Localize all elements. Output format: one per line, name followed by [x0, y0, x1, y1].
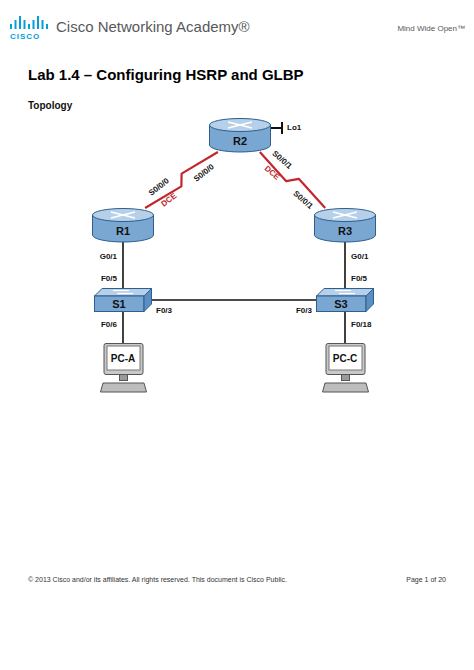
ethernet-link — [344, 312, 346, 343]
interface-label: F0/3 — [296, 306, 312, 315]
node-label: S1 — [112, 298, 125, 310]
interface-label: G0/1 — [100, 252, 117, 261]
switch-icon: S1 — [94, 288, 152, 312]
serial-link — [145, 152, 218, 208]
switch-icon: S3 — [316, 288, 374, 312]
pc-icon: PC-C — [322, 343, 369, 393]
serial-link — [260, 152, 325, 208]
node-label: PC-C — [333, 353, 357, 364]
header-text: Cisco Networking Academy® — [56, 18, 250, 35]
interface-label: F0/6 — [101, 320, 117, 329]
router-icon: R2 — [209, 118, 271, 152]
node-text-area: R1 — [92, 222, 154, 240]
ethernet-link — [122, 242, 124, 288]
router-icon: R1 — [92, 208, 154, 242]
interface-label: F0/18 — [351, 320, 371, 329]
node-text-area: PC-C — [329, 346, 362, 370]
node-label: PC-A — [111, 353, 135, 364]
interface-label: F0/3 — [156, 306, 172, 315]
cisco-logo-bars — [10, 16, 48, 29]
node-text-area: PC-A — [107, 346, 140, 370]
node-text-area: S3 — [316, 296, 366, 312]
footer-text: © 2013 Cisco and/or its affiliates. All … — [28, 576, 287, 584]
dce-label: DCE — [262, 164, 281, 182]
node-label: R2 — [233, 135, 247, 147]
interface-label: F0/5 — [351, 274, 367, 283]
pc-icon-shape — [322, 343, 369, 393]
ethernet-link — [344, 242, 346, 288]
dce-label: DCE — [159, 191, 178, 209]
pc-icon-shape — [100, 343, 147, 393]
loopback-symbol — [271, 122, 282, 134]
section-heading: Topology — [28, 100, 72, 112]
interface-label: Lo1 — [287, 123, 301, 132]
page-number: Page 1 of 20 — [406, 576, 446, 584]
page-title: Lab 1.4 – Configuring HSRP and GLBP — [28, 66, 304, 83]
node-text-area: R3 — [314, 222, 376, 240]
pc-icon: PC-A — [100, 343, 147, 393]
node-text-area: S1 — [94, 296, 144, 312]
logo-text: CISCO — [10, 32, 40, 41]
router-icon: R3 — [314, 208, 376, 242]
interface-label: G0/1 — [351, 252, 368, 261]
node-text-area: R2 — [209, 132, 271, 150]
ethernet-link — [122, 312, 124, 343]
ethernet-link — [152, 299, 316, 301]
node-label: R1 — [116, 225, 130, 237]
node-label: S3 — [334, 298, 347, 310]
node-label: R3 — [338, 225, 352, 237]
header-slogan: Mind Wide Open™ — [397, 24, 465, 33]
interface-label: F0/5 — [101, 274, 117, 283]
